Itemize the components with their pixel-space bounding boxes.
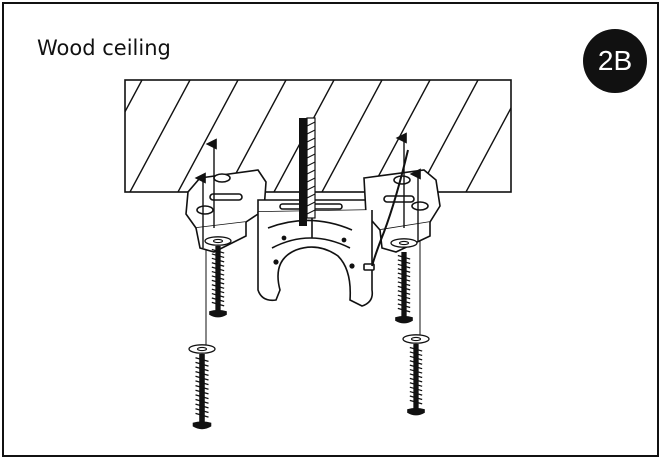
direction-arrow (194, 132, 421, 248)
guide-line (205, 240, 421, 345)
washer (402, 334, 430, 344)
panel-title: Wood ceiling (37, 36, 171, 60)
washer (188, 344, 216, 354)
wood-screw (208, 246, 228, 319)
step-badge: 2B (583, 29, 647, 93)
support-rod (299, 117, 316, 226)
washer (204, 236, 232, 246)
wood-screw (406, 344, 426, 417)
wood-ceiling (124, 79, 512, 193)
wire (371, 149, 409, 267)
mounting-bracket (185, 169, 441, 307)
wood-screw (394, 252, 414, 325)
washer (390, 238, 418, 248)
instruction-panel: Wood ceiling 2B (2, 2, 659, 457)
wood-screw (192, 354, 212, 430)
